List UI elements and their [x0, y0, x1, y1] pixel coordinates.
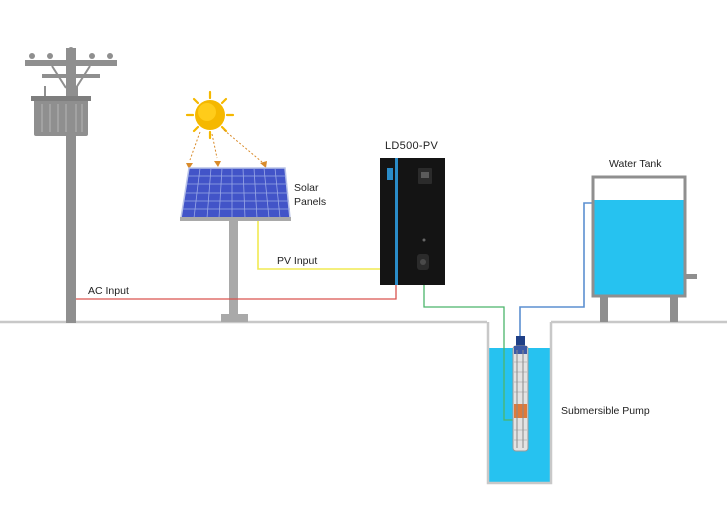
submersible-pump-label: Submersible Pump: [561, 405, 650, 417]
submersible-pump-icon: [512, 336, 529, 452]
solar-panels-label-line1: Solar: [294, 182, 319, 194]
ac-input-label: AC Input: [88, 285, 129, 297]
pv-input-label: PV Input: [277, 255, 318, 267]
controller-label: LD500-PV: [385, 140, 439, 152]
solar-panel-icon: [180, 167, 291, 322]
water-pipe: [519, 202, 595, 337]
ac-input-wire: [76, 285, 397, 300]
pump-power-wire: [423, 285, 514, 421]
utility-pole-icon: [25, 47, 117, 323]
sun-icon: [185, 90, 235, 140]
sun-ray-arrows: [186, 129, 267, 169]
solar-panels-label-line2: Panels: [294, 196, 327, 208]
pv-input-wire: [257, 221, 380, 270]
water-tank-label: Water Tank: [609, 158, 662, 170]
controller-icon: [380, 158, 445, 285]
water-tank-icon: [591, 175, 697, 322]
